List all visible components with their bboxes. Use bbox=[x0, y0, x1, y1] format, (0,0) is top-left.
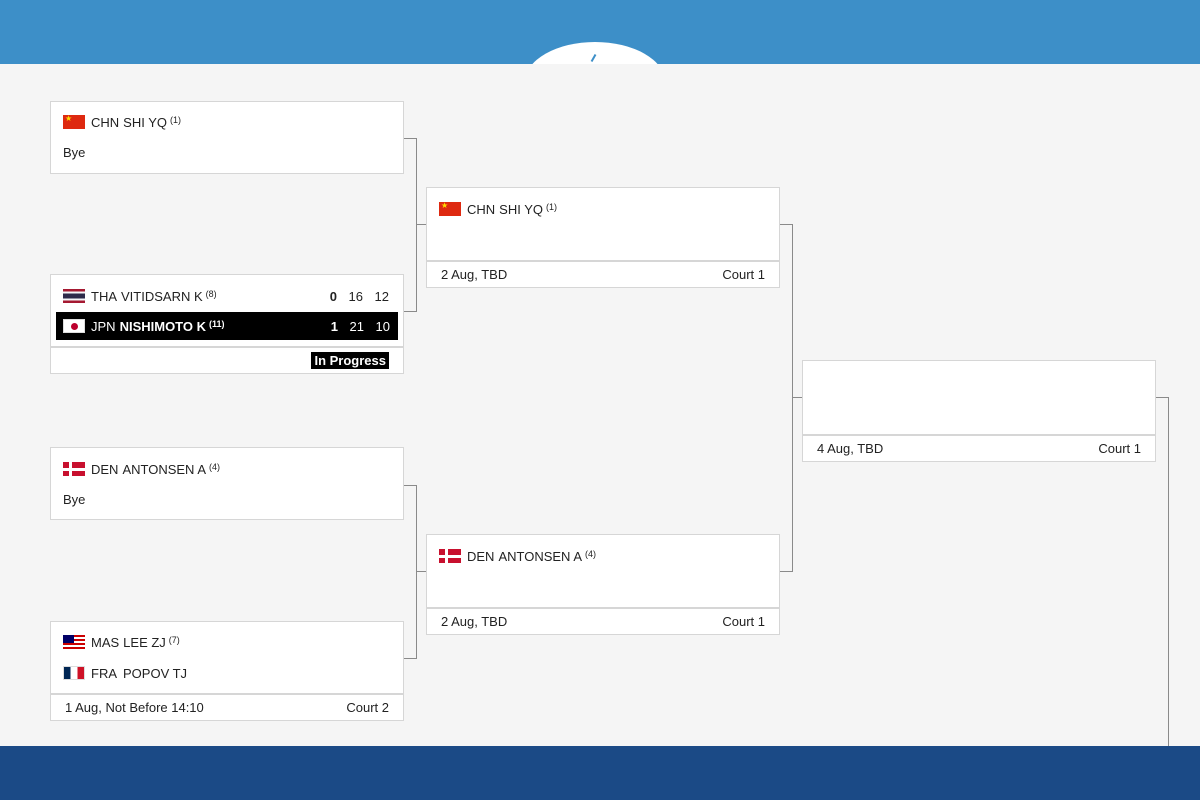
country-code: DEN bbox=[91, 461, 119, 477]
player-name[interactable]: POPOV TJ bbox=[123, 665, 188, 681]
player-name[interactable]: LEE ZJ bbox=[123, 634, 166, 650]
player-row: CHN SHI YQ (1) bbox=[427, 197, 779, 221]
country-code: THA bbox=[91, 288, 117, 304]
seed: (11) bbox=[209, 319, 225, 329]
r1-match2-footer: In Progress bbox=[50, 347, 404, 374]
seed: (1) bbox=[546, 202, 558, 212]
china-flag-icon bbox=[63, 114, 85, 129]
match-date: 2 Aug, TBD bbox=[441, 267, 508, 282]
score-group: 1 21 10 bbox=[312, 319, 390, 334]
sets-won: 1 bbox=[330, 318, 338, 334]
japan-flag-icon bbox=[63, 319, 85, 333]
score-group: 0 16 12 bbox=[311, 289, 389, 304]
seed: (4) bbox=[585, 549, 597, 559]
r3-match1-footer: 4 Aug, TBD Court 1 bbox=[802, 435, 1156, 462]
r1-match2-card[interactable]: THA VITIDSARN K (8) 0 16 12 JPN NISHIMOT… bbox=[50, 274, 404, 347]
player-name[interactable]: SHI YQ bbox=[123, 114, 168, 130]
r1-match3-card[interactable]: DEN ANTONSEN A (4) Bye bbox=[50, 447, 404, 520]
country-code: FRA bbox=[91, 665, 117, 681]
r2-match1-footer: 2 Aug, TBD Court 1 bbox=[426, 261, 780, 288]
r1-match1-card[interactable]: CHN SHI YQ (1) Bye bbox=[50, 101, 404, 174]
player-row: MAS LEE ZJ (7) bbox=[51, 630, 403, 654]
bye-row: Bye bbox=[51, 140, 403, 164]
seed: (8) bbox=[205, 289, 217, 299]
game1-score: 21 bbox=[349, 318, 364, 334]
denmark-flag-icon bbox=[63, 462, 85, 476]
bracket-connector bbox=[1156, 397, 1168, 398]
bracket-connector bbox=[417, 571, 426, 572]
player-name[interactable]: VITIDSARN K bbox=[121, 288, 203, 304]
sets-won: 0 bbox=[329, 288, 337, 304]
country-code: CHN bbox=[467, 201, 496, 217]
malaysia-flag-icon bbox=[63, 635, 85, 649]
bracket-connector bbox=[1168, 397, 1169, 746]
active-player-row: JPN NISHIMOTO K (11) 1 21 10 bbox=[56, 312, 398, 340]
game2-score: 10 bbox=[375, 318, 390, 334]
r3-match1-card[interactable] bbox=[802, 360, 1156, 435]
player-name[interactable]: ANTONSEN A bbox=[498, 548, 583, 564]
header-banner bbox=[0, 0, 1200, 64]
bye-row: Bye bbox=[51, 487, 403, 511]
country-code: JPN bbox=[91, 318, 116, 334]
country-code: DEN bbox=[467, 548, 495, 564]
r2-match2-footer: 2 Aug, TBD Court 1 bbox=[426, 608, 780, 635]
footer-banner bbox=[0, 746, 1200, 800]
r1-match4-card[interactable]: MAS LEE ZJ (7) FRA POPOV TJ bbox=[50, 621, 404, 694]
bracket-connector bbox=[780, 571, 792, 572]
logo-disc bbox=[525, 42, 665, 64]
bracket-connector bbox=[404, 138, 416, 139]
match-court: Court 1 bbox=[722, 267, 765, 282]
game2-score: 12 bbox=[374, 288, 389, 304]
france-flag-icon bbox=[63, 666, 85, 680]
country-code: CHN bbox=[91, 114, 120, 130]
player-row: CHN SHI YQ (1) bbox=[51, 110, 403, 134]
r2-match2-card[interactable]: DEN ANTONSEN A (4) bbox=[426, 534, 780, 608]
match-court: Court 1 bbox=[1098, 441, 1141, 456]
bracket-connector bbox=[404, 658, 416, 659]
match-date: 4 Aug, TBD bbox=[817, 441, 884, 456]
bracket-connector bbox=[416, 138, 417, 312]
china-flag-icon bbox=[439, 201, 461, 216]
player-row: THA VITIDSARN K (8) 0 16 12 bbox=[51, 284, 403, 308]
bye-label: Bye bbox=[63, 491, 86, 507]
player-row: DEN ANTONSEN A (4) bbox=[51, 457, 403, 481]
bracket-connector bbox=[416, 485, 417, 659]
game1-score: 16 bbox=[348, 288, 363, 304]
status-badge: In Progress bbox=[311, 352, 389, 369]
seed: (1) bbox=[170, 115, 182, 125]
player-row: DEN ANTONSEN A (4) bbox=[427, 544, 779, 568]
seed: (7) bbox=[168, 635, 180, 645]
match-court: Court 1 bbox=[722, 614, 765, 629]
r2-match1-card[interactable]: CHN SHI YQ (1) bbox=[426, 187, 780, 261]
bye-label: Bye bbox=[63, 144, 86, 160]
player-row: FRA POPOV TJ bbox=[51, 661, 403, 685]
bracket-connector bbox=[792, 224, 793, 572]
seed: (4) bbox=[209, 462, 221, 472]
bracket-connector bbox=[793, 397, 802, 398]
r1-match4-footer: 1 Aug, Not Before 14:10 Court 2 bbox=[50, 694, 404, 721]
match-date: 2 Aug, TBD bbox=[441, 614, 508, 629]
match-date: 1 Aug, Not Before 14:10 bbox=[65, 700, 204, 715]
bracket-connector bbox=[404, 485, 416, 486]
bracket-connector bbox=[417, 224, 426, 225]
thailand-flag-icon bbox=[63, 289, 85, 303]
player-name[interactable]: SHI YQ bbox=[499, 201, 544, 217]
bracket-connector bbox=[780, 224, 792, 225]
match-court: Court 2 bbox=[346, 700, 389, 715]
player-name[interactable]: NISHIMOTO K bbox=[119, 318, 206, 334]
player-name[interactable]: ANTONSEN A bbox=[122, 461, 207, 477]
bracket-connector bbox=[404, 311, 416, 312]
denmark-flag-icon bbox=[439, 549, 461, 563]
country-code: MAS bbox=[91, 634, 120, 650]
